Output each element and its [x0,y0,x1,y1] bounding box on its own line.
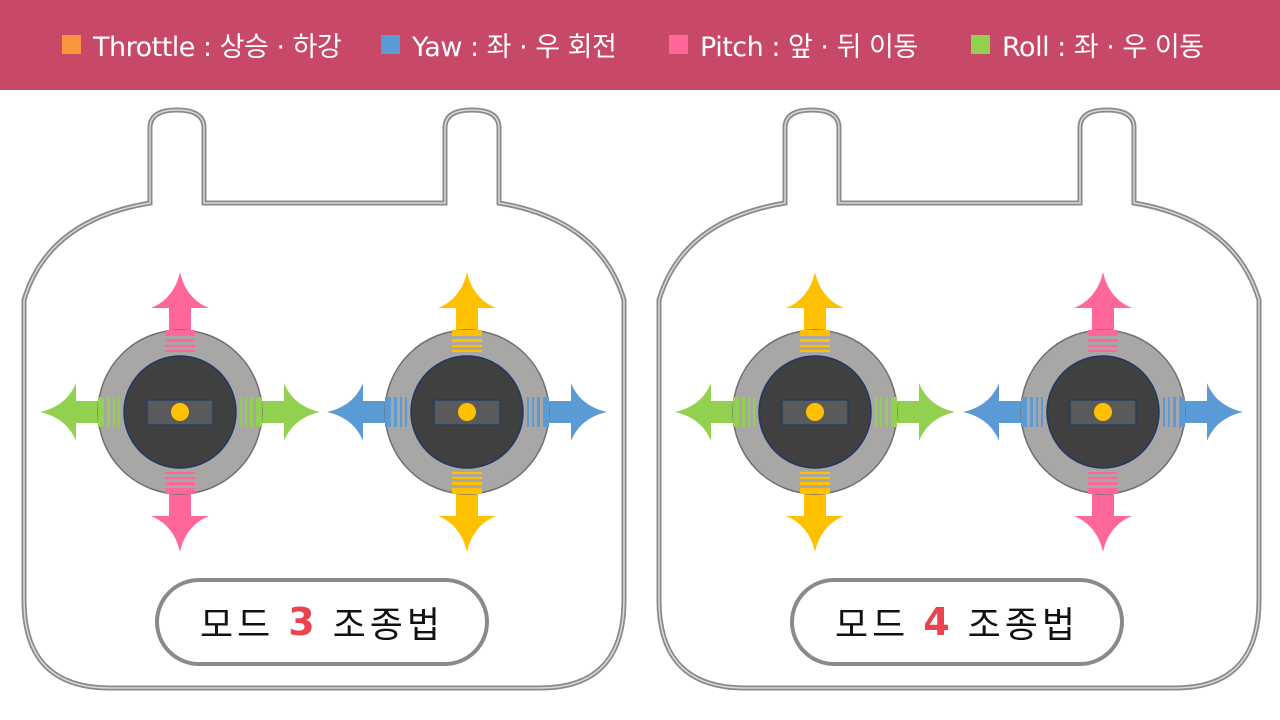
stick-knob [1094,403,1112,421]
legend-label-throttle: Throttle : 상승 · 하강 [93,31,342,63]
throttle-stripes [452,330,482,494]
joystick-mode3-left [40,272,320,552]
mode-4-number: 4 [923,600,954,644]
legend-header: Throttle : 상승 · 하강 Yaw : 좌 · 우 회전 Pitch … [0,0,1280,90]
legend-item-pitch: Pitch : 앞 · 뒤 이동 [669,26,918,63]
roll-swatch-icon [971,34,990,54]
legend-label-roll: Roll : 좌 · 우 이동 [1002,31,1204,63]
stick-knob [171,403,189,421]
yaw-swatch-icon [381,34,400,54]
mode-4-label-pill [790,578,1124,666]
throttle-stripes [800,330,830,494]
mode-3-label-pill [155,578,489,666]
legend-item-yaw: Yaw : 좌 · 우 회전 [381,26,617,63]
mode-4-prefix: 모드 [834,605,910,646]
yaw-stripes [1021,397,1185,427]
roll-stripes [733,397,897,427]
legend-label-pitch: Pitch : 앞 · 뒤 이동 [700,31,918,63]
mode-3-prefix: 모드 [199,605,275,646]
yaw-stripes [385,397,549,427]
legend-item-throttle: Throttle : 상승 · 하강 [62,26,342,63]
mode-3-number: 3 [288,600,319,644]
stick-knob [458,403,476,421]
joystick-mode4-right [963,272,1243,552]
controller-body-highlight [23,109,625,689]
legend-label-yaw: Yaw : 좌 · 우 회전 [412,31,617,63]
legend-item-roll: Roll : 좌 · 우 이동 [971,26,1204,63]
mode-3-title: 모드 3 조종법 [159,582,485,662]
mode-4-suffix: 조종법 [967,605,1080,646]
pitch-swatch-icon [669,34,688,54]
throttle-swatch-icon [62,34,81,54]
controller-mode-4 [656,107,1262,691]
stick-knob [806,403,824,421]
pitch-stripes [1088,330,1118,494]
joystick-mode3-right [327,272,607,552]
controller-mode-3 [21,107,627,691]
pitch-stripes [165,330,195,494]
joystick-mode4-left [675,272,955,552]
controller-body-highlight [658,109,1260,689]
roll-stripes [98,397,262,427]
mode-4-title: 모드 4 조종법 [794,582,1120,662]
mode-3-suffix: 조종법 [332,605,445,646]
